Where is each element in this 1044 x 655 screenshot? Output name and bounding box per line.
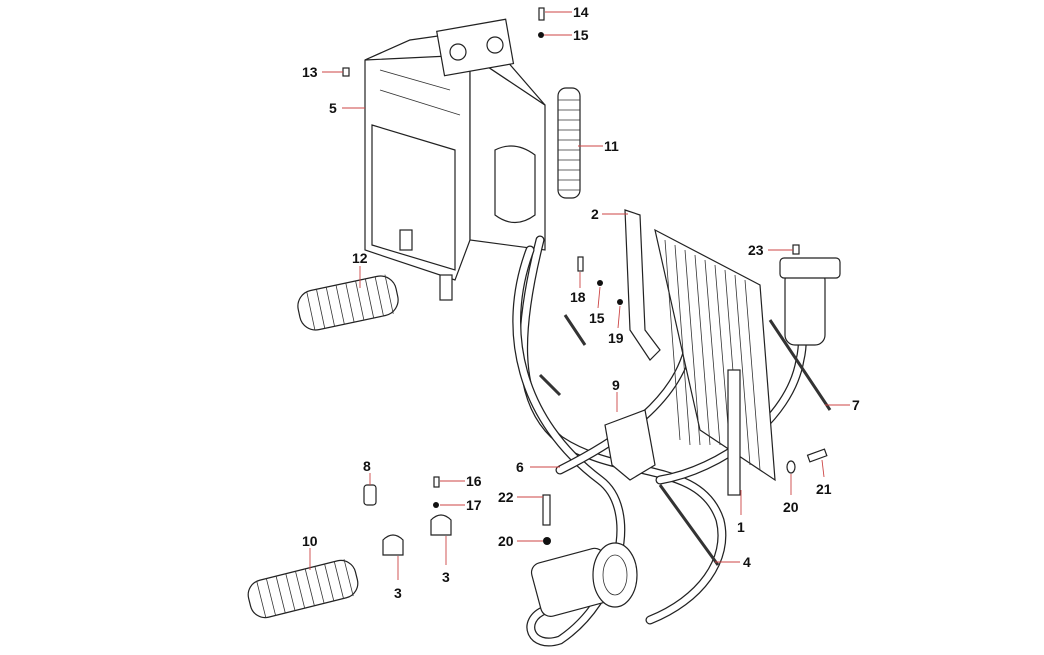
bracket-9	[604, 409, 656, 481]
bellows-10	[247, 559, 359, 619]
callout-4: 4	[743, 554, 751, 570]
callout-19: 19	[608, 330, 624, 346]
condenser	[654, 228, 776, 496]
compressor	[530, 542, 638, 617]
callout-9: 9	[612, 377, 620, 393]
callout-21: 21	[816, 481, 832, 497]
callout-17: 17	[466, 497, 482, 513]
evaporator-unit	[364, 18, 546, 301]
bracket-2	[624, 209, 661, 361]
receiver-drier	[779, 257, 841, 346]
callout-1: 1	[737, 519, 745, 535]
callout-2: 2	[591, 206, 599, 222]
callout-23: 23	[748, 242, 764, 258]
callout-12: 12	[352, 250, 368, 266]
callout-7: 7	[852, 397, 860, 413]
callout-8: 8	[363, 458, 371, 474]
callout-14: 14	[573, 4, 589, 20]
callout-5: 5	[329, 100, 337, 116]
callout-6: 6	[516, 459, 524, 475]
bellows-12	[297, 274, 399, 331]
callouts: 14 15 13 5 11 2 23 12 18 15 19 7 9 6 8 1…	[302, 4, 860, 601]
callout-3a: 3	[394, 585, 402, 601]
callout-3b: 3	[442, 569, 450, 585]
spring-hose	[557, 87, 581, 199]
callout-20: 20	[498, 533, 514, 549]
callout-16: 16	[466, 473, 482, 489]
callout-10: 10	[302, 533, 318, 549]
small-parts	[342, 7, 828, 556]
callout-15: 15	[573, 27, 589, 43]
callout-18: 18	[570, 289, 586, 305]
callout-11: 11	[604, 138, 619, 154]
callout-15b: 15	[589, 310, 605, 326]
callout-13: 13	[302, 64, 318, 80]
callout-20b: 20	[783, 499, 799, 515]
callout-22: 22	[498, 489, 514, 505]
